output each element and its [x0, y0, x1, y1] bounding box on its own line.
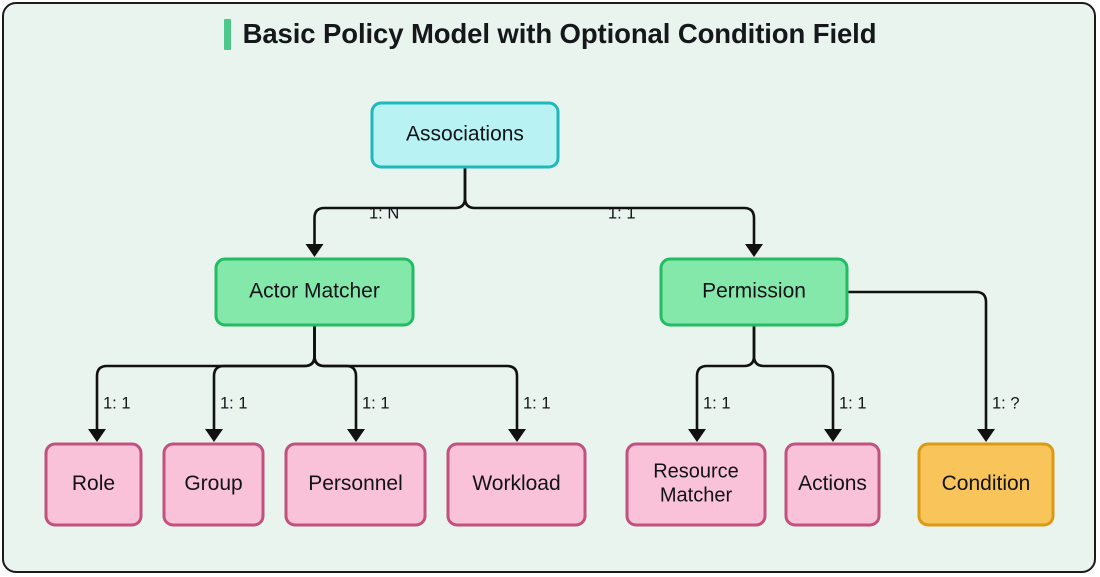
arrowhead [745, 244, 763, 257]
node-label: Personnel [308, 472, 403, 495]
node-label: Condition [942, 472, 1031, 495]
node-label: Workload [472, 472, 560, 495]
edge-actor_matcher-workload [313, 323, 526, 442]
node-label: Associations [406, 123, 524, 146]
edge-line [313, 323, 519, 432]
edge-line [212, 323, 316, 432]
node-box [370, 101, 560, 169]
edge-permission-condition [845, 290, 995, 442]
edge-line [845, 290, 988, 432]
edge-permission-actions [752, 323, 842, 442]
arrowhead [508, 429, 526, 442]
edge-line [313, 323, 358, 432]
node-label: Actions [798, 472, 867, 495]
arrowhead [688, 429, 706, 442]
arrowhead [824, 429, 842, 442]
edge-label-actor_matcher-personnel: 1: 1 [362, 394, 390, 412]
node-box [917, 442, 1055, 527]
edge-line [95, 323, 316, 432]
node-condition[interactable]: Condition [917, 442, 1055, 527]
edge-line [695, 323, 756, 432]
node-box [784, 442, 881, 527]
node-box [625, 442, 767, 527]
edge-label-actor_matcher-role: 1: 1 [103, 394, 131, 412]
edge-label-permission-actions: 1: 1 [839, 394, 867, 412]
node-workload[interactable]: Workload [446, 442, 587, 527]
node-actor_matcher[interactable]: Actor Matcher [214, 257, 415, 327]
edge-layer [88, 165, 995, 442]
edge-label-permission-condition: 1: ? [992, 394, 1020, 412]
edge-associations-permission [463, 165, 763, 257]
edge-line [752, 323, 835, 432]
node-label: Group [184, 472, 242, 495]
edge-label-permission-resource_matcher: 1: 1 [703, 394, 731, 412]
arrowhead [305, 244, 324, 257]
edge-label-layer: 1: N 1: 1 1: 1 1: 1 1: 1 1: 1 1: 1 1: 1 1: ? [103, 204, 1020, 412]
arrowhead [205, 429, 223, 442]
node-box [659, 257, 849, 327]
node-box [162, 442, 265, 527]
node-permission[interactable]: Permission [659, 257, 849, 327]
node-associations[interactable]: Associations [370, 101, 560, 169]
edge-actor_matcher-role [88, 323, 316, 442]
edge-label-associations-actor_matcher: 1: N [369, 204, 399, 222]
edge-label-associations-permission: 1: 1 [608, 204, 636, 222]
node-box [284, 442, 427, 527]
arrowhead [88, 429, 106, 442]
edge-label-actor_matcher-group: 1: 1 [220, 394, 248, 412]
edge-permission-resource_matcher [688, 323, 756, 442]
node-label: Role [72, 472, 115, 495]
arrowhead [347, 429, 365, 442]
edge-actor_matcher-personnel [313, 323, 365, 442]
node-box [44, 442, 143, 527]
edge-label-actor_matcher-workload: 1: 1 [523, 394, 551, 412]
node-role[interactable]: Role [44, 442, 143, 527]
node-label: Permission [702, 280, 806, 303]
node-personnel[interactable]: Personnel [284, 442, 427, 527]
node-group[interactable]: Group [162, 442, 265, 527]
edge-actor_matcher-group [205, 323, 316, 442]
node-actions[interactable]: Actions [784, 442, 881, 527]
arrowhead [977, 429, 995, 442]
edge-line [463, 165, 756, 247]
node-box [446, 442, 587, 527]
node-label: Actor Matcher [249, 280, 380, 303]
node-box [214, 257, 415, 327]
